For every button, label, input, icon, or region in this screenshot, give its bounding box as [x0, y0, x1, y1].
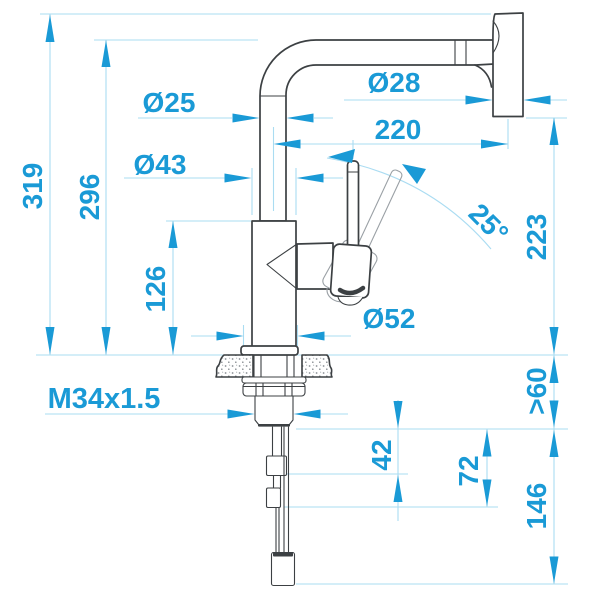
hose-right [283, 426, 290, 554]
lock-nut [242, 382, 306, 397]
countertop-left [215, 354, 254, 378]
hose-offset-2-label: 72 [453, 455, 484, 486]
shank-thread [253, 355, 295, 377]
base-diameter-label: Ø52 [363, 303, 416, 334]
spout-top-height-label: 296 [74, 174, 105, 221]
min-counter-clearance-label: >60 [521, 367, 552, 415]
base-flange [240, 345, 299, 356]
housing-cone-lines [266, 243, 298, 290]
spray-head-cap-arc [492, 20, 500, 54]
hoses [265, 426, 296, 587]
countertop-right [301, 354, 333, 378]
handle-housing [296, 242, 334, 290]
hose-offset-3-label: 146 [521, 483, 552, 530]
handle-cartridge [329, 243, 373, 299]
hose-thin [275, 506, 280, 554]
spout-reach-label: 220 [375, 114, 422, 145]
spray-head-height-label: 223 [521, 214, 552, 261]
washer [241, 376, 307, 384]
faucet-body [251, 220, 297, 348]
body-diameter-label: Ø43 [134, 149, 187, 180]
hose-connector-2 [265, 487, 282, 509]
spout-tube-diameter-label: Ø25 [143, 87, 196, 118]
spray-head [492, 12, 524, 118]
faucet-outline [215, 12, 524, 427]
head-fillet [474, 64, 493, 88]
spray-head-diameter-label: Ø28 [368, 67, 421, 98]
hose-connector-1 [265, 455, 288, 477]
hose-offset-1-label: 42 [366, 439, 397, 470]
hose-left [271, 426, 283, 457]
cartridge-seam [337, 285, 366, 296]
dimension-labels: 319 296 126 Ø25 Ø43 Ø28 220 223 25° Ø52 … [17, 67, 552, 529]
handle-swing-angle-label: 25° [463, 197, 515, 249]
hose-end-weight [270, 551, 296, 587]
shank-lower [254, 395, 294, 426]
body-top-height-label: 126 [140, 266, 171, 313]
mounting-thread-label: M34x1.5 [48, 383, 161, 415]
total-height-label: 319 [17, 163, 48, 210]
cartridge-lip [337, 296, 364, 306]
dimension-arrows [45, 14, 559, 584]
spout-tube [259, 39, 495, 222]
